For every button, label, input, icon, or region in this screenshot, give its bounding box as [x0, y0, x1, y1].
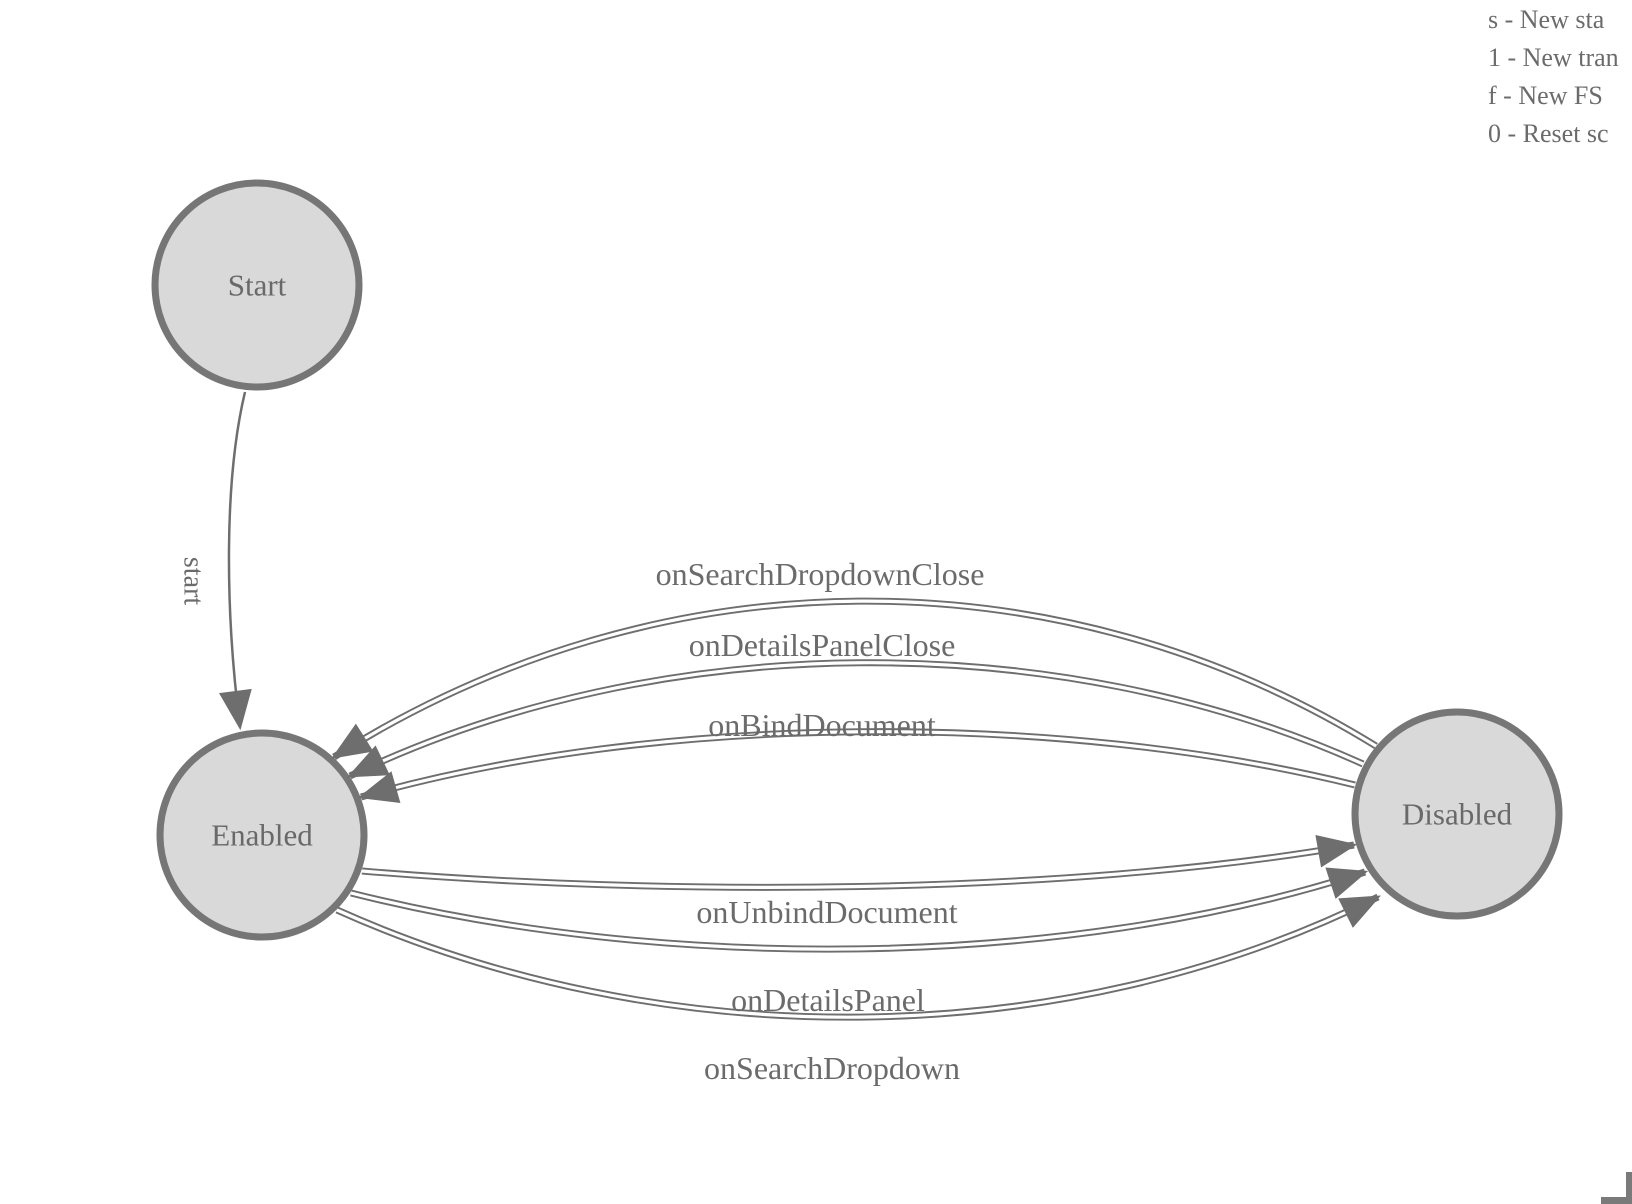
transition-label-onbinddocument: onBindDocument [708, 707, 936, 743]
edge-core [361, 834, 1358, 889]
disabled-state-circle[interactable] [1351, 708, 1563, 920]
transition-label-start: start [178, 557, 209, 605]
state-node-disabled[interactable]: Disabled [1351, 708, 1563, 920]
legend-line-new-transition: 1 - New tran [1488, 43, 1619, 72]
transition-label-ondetailspanel: onDetailsPanel [731, 982, 925, 1018]
clipped-corner-box [1601, 1172, 1632, 1204]
legend-line-reset: 0 - Reset sc [1488, 119, 1609, 148]
edge-core [331, 599, 1377, 759]
edge-core [336, 895, 1381, 1019]
edge-core [350, 867, 1369, 951]
disabled-state-label: Disabled [1402, 797, 1513, 832]
legend-line-new-fsm: f - New FS [1488, 81, 1603, 110]
transition-edge-start [219, 391, 252, 731]
shortcut-legend: s - New sta 1 - New tran f - New FS 0 - … [1488, 5, 1619, 148]
transition-label-ondetailspanelclose: onDetailsPanelClose [689, 627, 956, 663]
corner-vertical-bar [1626, 1172, 1632, 1204]
enabled-state-circle[interactable] [156, 729, 368, 941]
corner-horizontal-bar [1601, 1197, 1632, 1204]
edge-core [347, 661, 1364, 778]
enabled-state-label: Enabled [211, 818, 313, 853]
transition-label-onsearchdropdown: onSearchDropdown [704, 1050, 960, 1086]
state-node-enabled[interactable]: Enabled [156, 729, 368, 941]
transition-label-onunbinddocument: onUnbindDocument [696, 894, 957, 930]
start-state-circle[interactable] [151, 179, 363, 391]
transition-label-onsearchdropdownclose: onSearchDropdownClose [656, 556, 985, 592]
start-state-label: Start [228, 268, 287, 303]
edge-core [357, 730, 1356, 803]
state-node-start[interactable]: Start [151, 179, 363, 391]
legend-line-new-state: s - New sta [1488, 5, 1605, 34]
